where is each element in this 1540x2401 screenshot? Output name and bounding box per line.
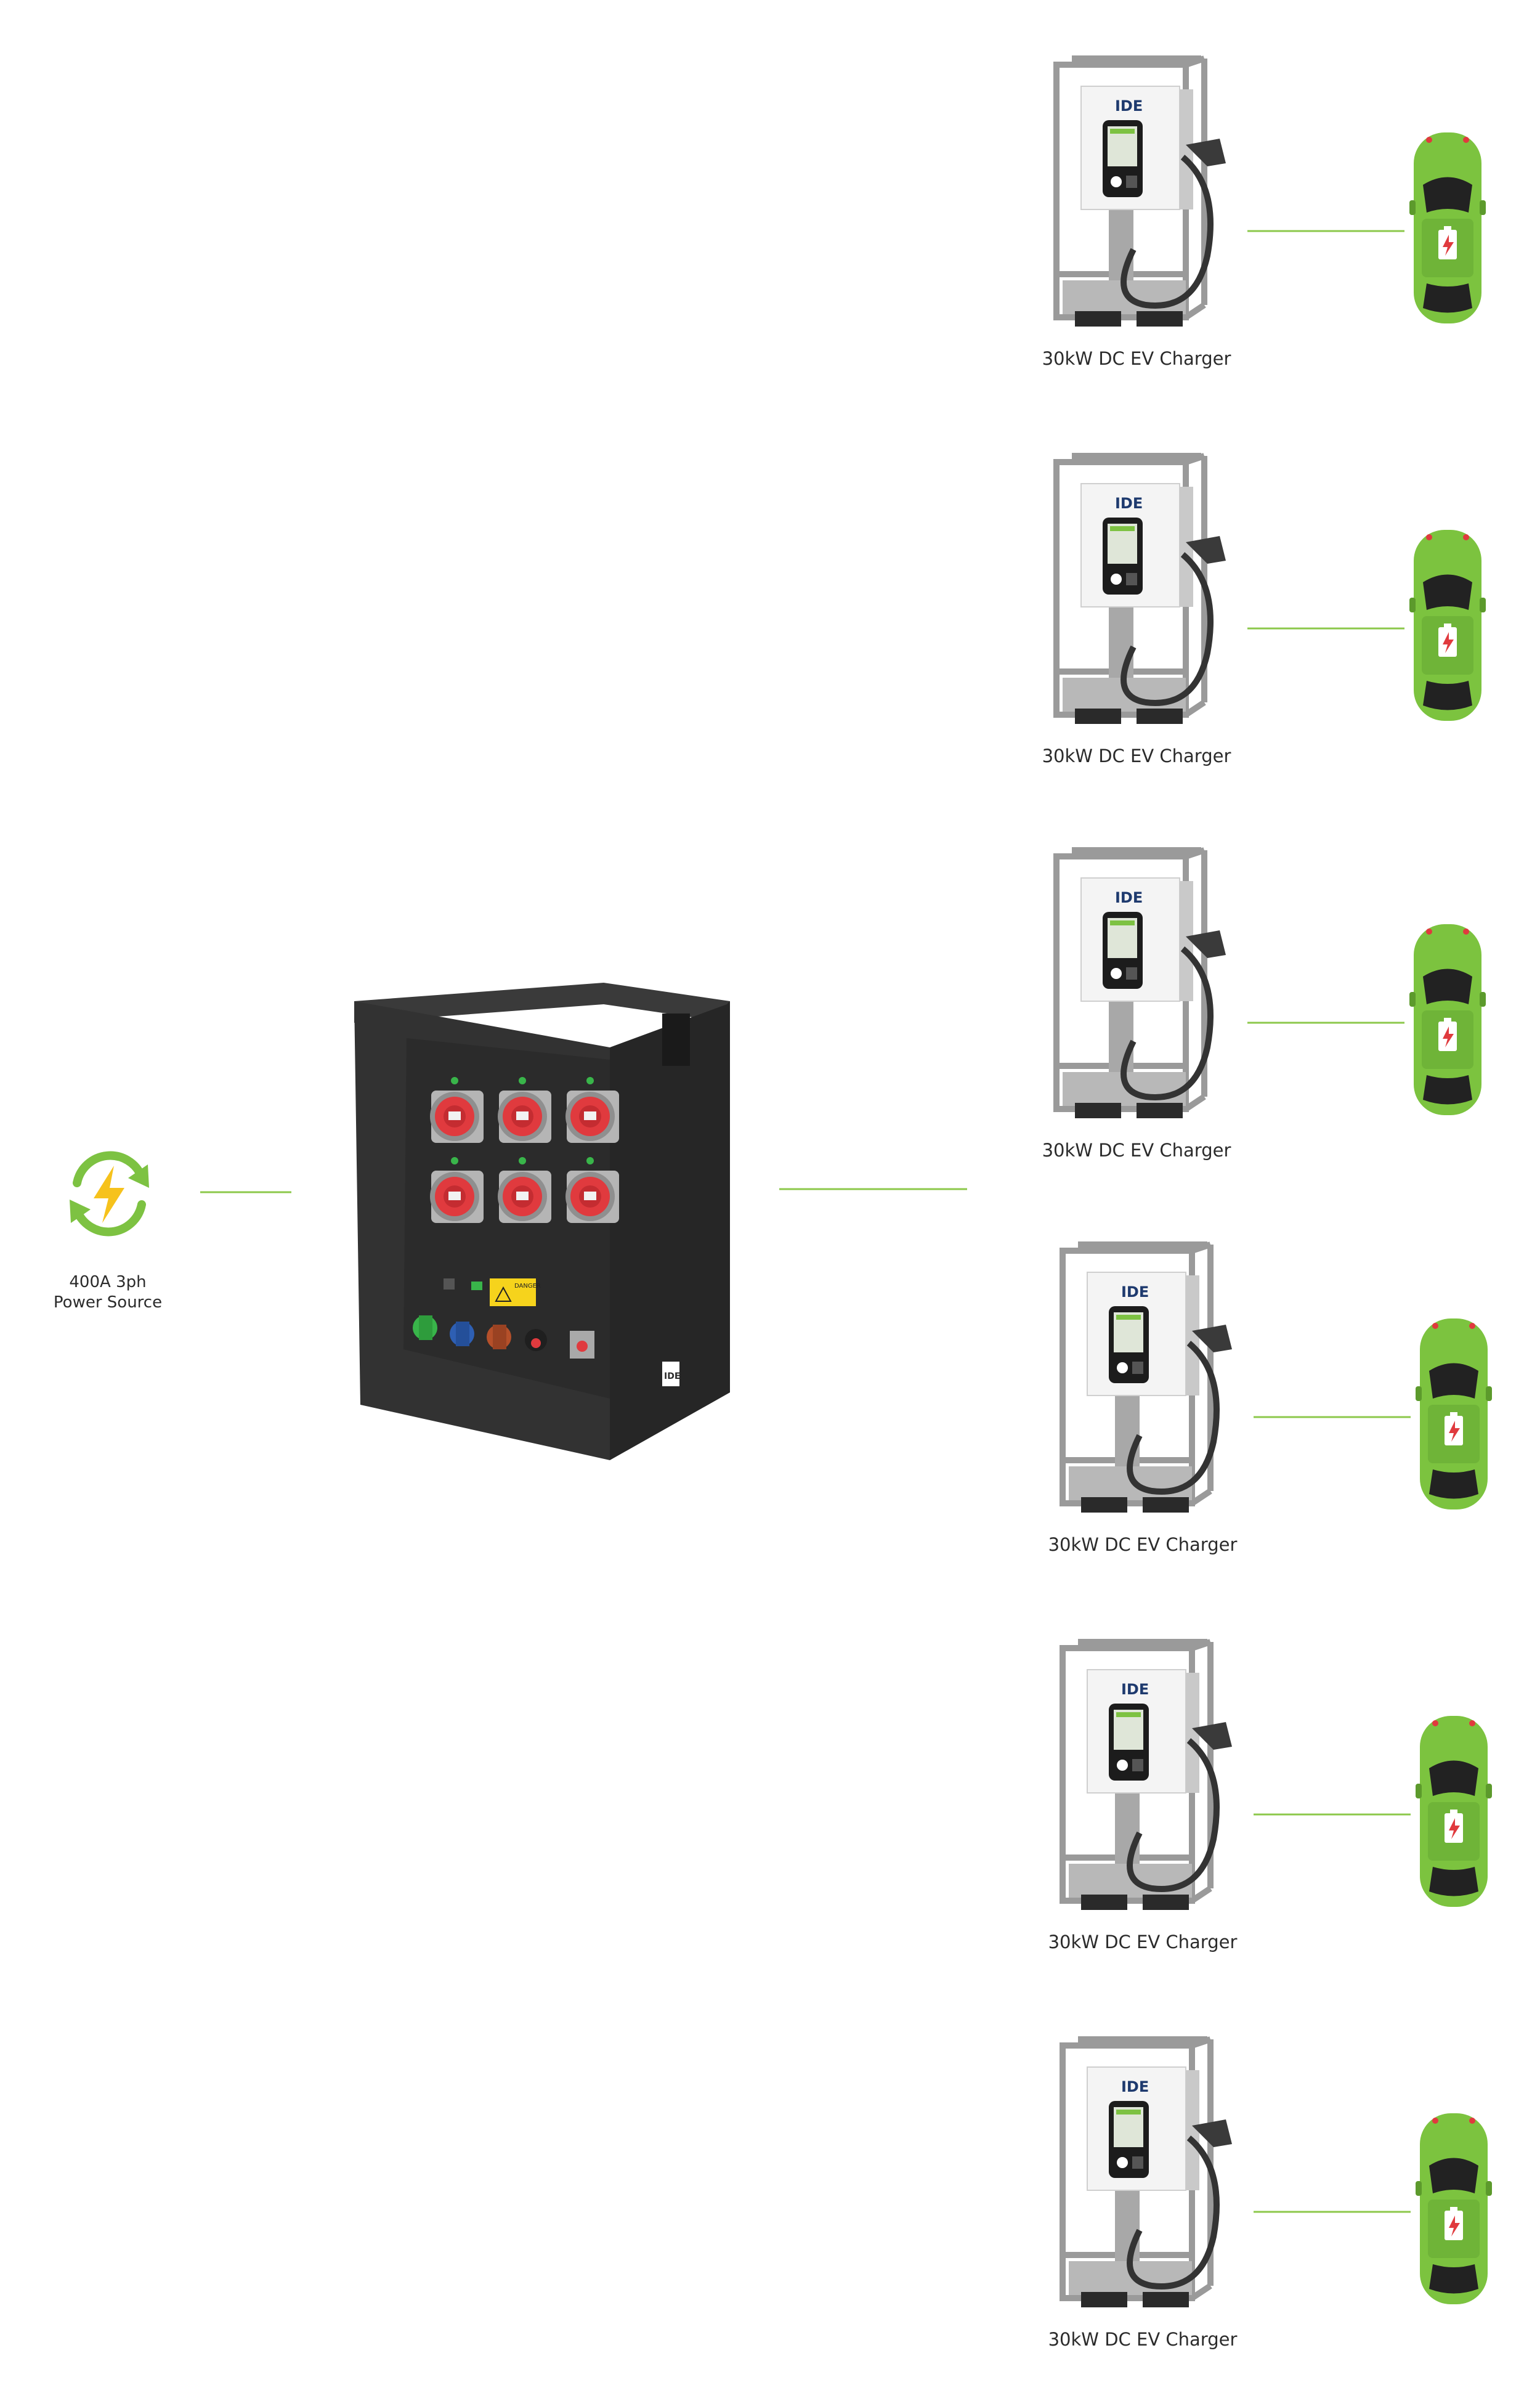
- box-output-line: [779, 1188, 967, 1190]
- charger-label: 30kW DC EV Charger: [1048, 1534, 1238, 1555]
- box-brand-mark: IDE: [664, 1371, 680, 1381]
- ev-charger: IDE: [1053, 847, 1226, 1118]
- power-source-label-line1: 400A 3ph: [69, 1273, 147, 1291]
- electric-car: [1416, 2113, 1492, 2304]
- distribution-box: DANGER IDE: [354, 983, 730, 1460]
- electric-car: [1416, 1318, 1492, 1509]
- electric-car: [1409, 530, 1486, 721]
- source-connector-line: [200, 1191, 291, 1193]
- charger-label: 30kW DC EV Charger: [1042, 745, 1231, 766]
- svg-text:IDE: IDE: [1121, 2078, 1149, 2095]
- charger-car-line: [1254, 1416, 1411, 1418]
- charger-car-line: [1247, 1022, 1404, 1024]
- charger-label: 30kW DC EV Charger: [1042, 1140, 1231, 1161]
- warning-label-text: DANGER: [514, 1283, 541, 1290]
- charger-label: 30kW DC EV Charger: [1048, 2329, 1238, 2350]
- socket-grid: [430, 1077, 619, 1223]
- ev-charger: IDE: [1060, 1241, 1232, 1513]
- charger-label: 30kW DC EV Charger: [1048, 1932, 1238, 1952]
- ev-charger: IDE: [1053, 55, 1226, 327]
- ev-charger: IDE: [1060, 1639, 1232, 1910]
- electric-car: [1416, 1716, 1492, 1907]
- charger-label: 30kW DC EV Charger: [1042, 348, 1231, 369]
- power-source-icon: [70, 1151, 149, 1237]
- charger-car-line: [1247, 230, 1404, 232]
- svg-text:IDE: IDE: [1115, 495, 1143, 512]
- ev-charger: IDE: [1060, 2036, 1232, 2307]
- charger-car-line: [1247, 627, 1404, 630]
- svg-text:IDE: IDE: [1115, 889, 1143, 906]
- power-source-label: 400A 3ph Power Source: [25, 1272, 191, 1312]
- electric-car: [1409, 132, 1486, 323]
- electric-car: [1409, 924, 1486, 1115]
- svg-text:IDE: IDE: [1121, 1681, 1149, 1698]
- charger-car-line: [1254, 1813, 1411, 1816]
- power-source-label-line2: Power Source: [53, 1293, 163, 1312]
- svg-text:IDE: IDE: [1115, 97, 1143, 115]
- ev-charger: IDE: [1053, 453, 1226, 724]
- svg-text:IDE: IDE: [1121, 1283, 1149, 1301]
- charger-car-line: [1254, 2211, 1411, 2213]
